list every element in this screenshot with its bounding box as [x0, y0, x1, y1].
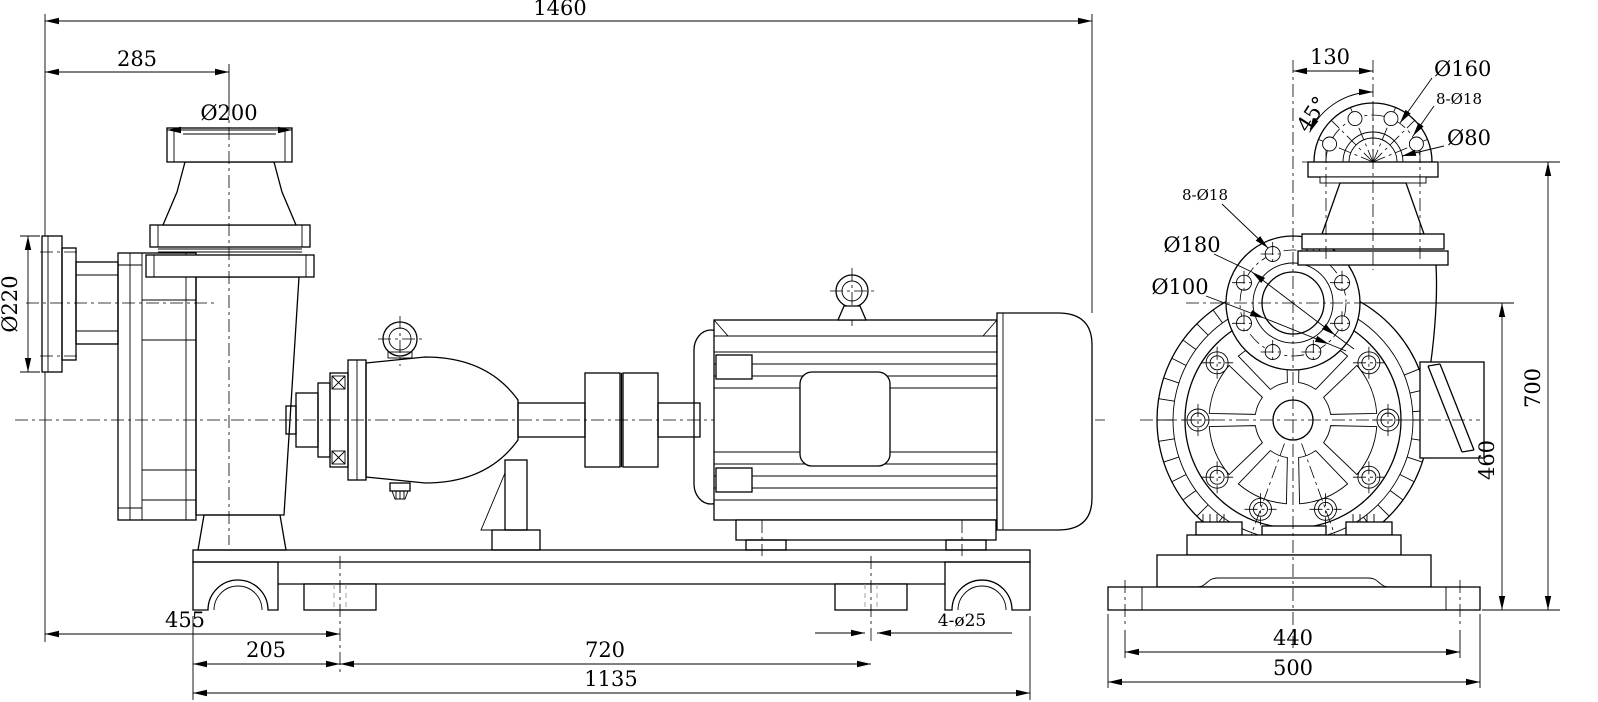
dim-suction-bolt-circle: Ø180 [1163, 233, 1220, 257]
side-view: 1460 285 Ø200 Ø220 455 205 720 1 [0, 0, 1105, 700]
dim-anchor-span: 440 [1273, 626, 1313, 650]
dim-suction-holes: 8-Ø18 [1182, 186, 1228, 204]
dim-anchor-holes: 4-ø25 [938, 611, 986, 631]
dim-overall-height: 700 [1521, 368, 1545, 408]
dim-discharge-bolt-circle: Ø160 [1434, 57, 1491, 81]
pedestal [1107, 514, 1481, 624]
discharge-neck-side [145, 103, 315, 545]
suction-flange-side [40, 235, 119, 373]
end-view: 45° [1107, 45, 1560, 688]
dim-suction-height: 460 [1475, 440, 1499, 480]
shaft-gland [285, 372, 349, 468]
motor [693, 268, 1093, 556]
dim-discharge-offset: 130 [1310, 45, 1350, 69]
discharge-bolt-diagram: 45° [1292, 88, 1446, 163]
casing-cover-stack [117, 252, 197, 521]
dim-flange-to-discharge: 285 [117, 47, 157, 71]
baseplate [192, 549, 1031, 672]
dim-discharge-flange-dia: Ø200 [200, 101, 257, 125]
dim-base-length: 1135 [584, 667, 637, 691]
dim-base-edge-to-anchor: 205 [246, 638, 286, 662]
motor-feet [735, 519, 997, 556]
bearing-frame [347, 316, 541, 551]
side-view-dimensions: 1460 285 Ø200 Ø220 455 205 720 1 [0, 0, 1093, 700]
coupling [517, 372, 701, 468]
dim-suction-bore: Ø100 [1151, 275, 1208, 299]
volute-casing [195, 276, 300, 551]
frame-support [504, 459, 528, 531]
dim-discharge-bore: Ø80 [1447, 126, 1491, 150]
dim-discharge-holes: 8-Ø18 [1436, 90, 1482, 108]
dim-anchor-spacing: 720 [585, 638, 625, 662]
base-foot-left [192, 561, 279, 611]
motor-nameplate [799, 371, 891, 467]
dim-overall-length: 1460 [533, 0, 586, 20]
dim-base-width: 500 [1273, 656, 1313, 680]
drain-plug [389, 482, 411, 492]
base-foot-right [944, 561, 1031, 611]
dim-flange-to-anchor: 455 [165, 608, 205, 632]
lifting-eye [830, 268, 874, 326]
fan-cover [996, 312, 1093, 531]
dim-hole-angle: 45° [1292, 92, 1332, 136]
dim-suction-flange-dia: Ø220 [0, 275, 22, 332]
support-bracket [1419, 361, 1485, 459]
end-view-dimensions: 130 Ø160 8-Ø18 Ø80 8-Ø18 Ø180 Ø100 [1107, 45, 1560, 688]
